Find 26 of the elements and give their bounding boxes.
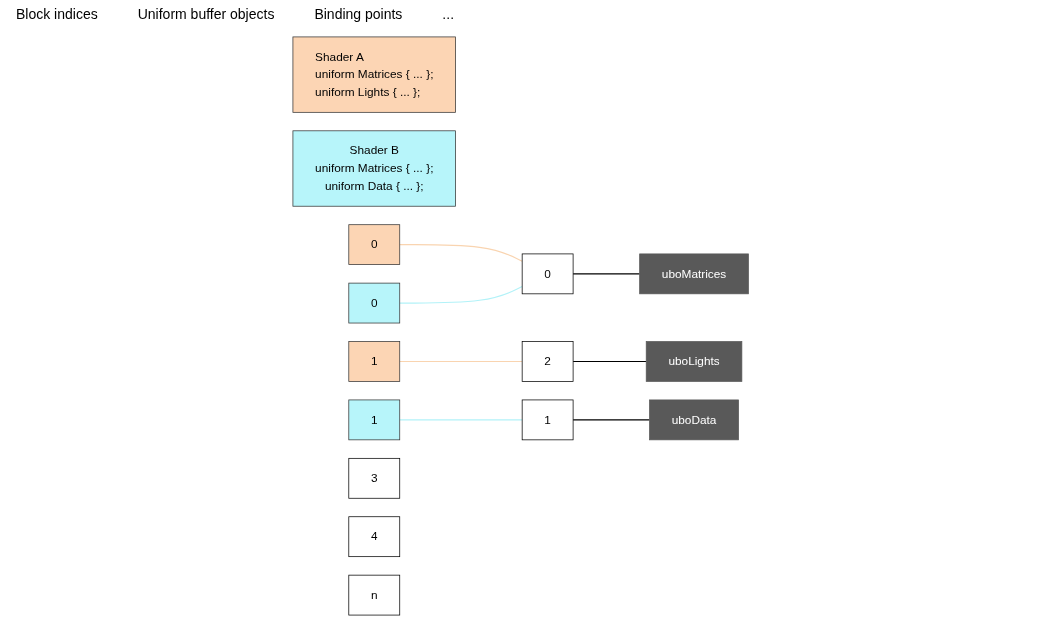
note-label: Binding points (314, 6, 403, 22)
node-box: 2 (522, 340, 574, 382)
connector (399, 360, 524, 362)
connector (399, 243, 524, 262)
node-box: 1 (348, 340, 401, 382)
node-box: Shader B uniform Matrices { ... }; uniform Data { ... }; (292, 129, 457, 207)
node-box: 0 (348, 282, 401, 323)
node-box: Shader A uniform Matrices { ... }; uniform Lights { ... }; (292, 36, 457, 113)
node-box: uboLights (646, 340, 743, 382)
node-box: 0 (522, 253, 574, 294)
connector (572, 360, 648, 362)
connector (572, 418, 651, 420)
note-label: Block indices (16, 6, 98, 22)
note-label: ... (442, 6, 455, 22)
node-box: 4 (348, 515, 401, 557)
node-box: uboData (649, 399, 740, 440)
node-box: 1 (522, 399, 574, 440)
node-box: n (348, 574, 401, 615)
node-box: 0 (348, 223, 401, 265)
connector (399, 285, 524, 304)
connector (399, 418, 524, 420)
node-box: 1 (348, 399, 401, 440)
node-box: uboMatrices (639, 253, 750, 294)
node-box: 3 (348, 457, 401, 499)
note-label: Uniform buffer objects (137, 6, 275, 22)
connector (572, 272, 641, 274)
